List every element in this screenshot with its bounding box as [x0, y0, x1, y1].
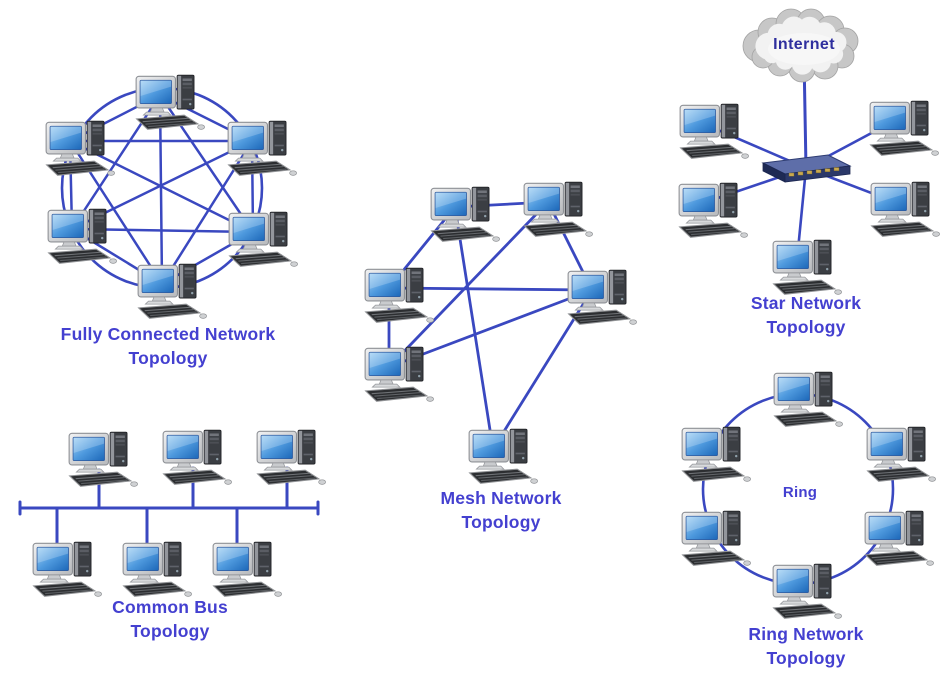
connection-line — [387, 200, 550, 369]
computer-icon — [137, 263, 208, 319]
mesh-topology-label: Mesh Network Topology — [440, 486, 561, 534]
computer-icon — [681, 510, 752, 566]
network-switch-icon — [762, 154, 851, 183]
computer-icon — [68, 431, 139, 487]
computer-icon — [773, 371, 844, 427]
ring-center-label: Ring — [782, 484, 818, 501]
label-line: Common Bus — [112, 597, 228, 617]
connection-line — [68, 139, 255, 234]
computer-icon — [430, 186, 501, 242]
device-icons-layer — [32, 8, 941, 619]
connection-line — [453, 205, 495, 451]
computer-icon — [162, 429, 233, 485]
computer-icon — [256, 429, 327, 485]
computer-icon — [864, 510, 935, 566]
computer-icon — [772, 563, 843, 619]
label-line: Fully Connected Network — [60, 324, 276, 344]
ring-topology-label: Ring Network Topology — [748, 622, 863, 670]
label-line: Star Network — [750, 293, 862, 313]
internet-cloud-icon — [742, 8, 859, 83]
computer-icon — [228, 211, 299, 267]
computer-icon — [870, 181, 941, 237]
computer-icon — [47, 208, 118, 264]
computer-icon — [364, 267, 435, 323]
computer-icon — [468, 428, 539, 484]
computer-icon — [772, 239, 843, 295]
connection-line — [70, 93, 162, 231]
internet-cloud-label: Internet — [773, 36, 835, 53]
computer-icon — [212, 541, 283, 597]
computer-icon — [227, 120, 298, 176]
computer-icon — [567, 269, 638, 325]
computer-icon — [869, 100, 940, 156]
label-line: Topology — [128, 348, 208, 368]
label-line: Topology — [130, 621, 210, 641]
computer-icon — [45, 120, 116, 176]
computer-icon — [678, 182, 749, 238]
label-line: Topology — [766, 648, 846, 668]
computer-icon — [681, 426, 752, 482]
label-line: Topology — [461, 512, 541, 532]
star-topology-label: Star Network Topology — [751, 291, 861, 339]
computer-icon — [679, 103, 750, 159]
computer-icon — [32, 541, 103, 597]
label-line: Mesh Network — [440, 488, 562, 508]
label-line: Topology — [766, 317, 846, 337]
computer-icon — [523, 181, 594, 237]
label-line: Ring Network — [748, 624, 864, 644]
computer-icon — [135, 74, 206, 130]
common-bus-topology-label: Common Bus Topology — [112, 595, 228, 643]
computer-icon — [364, 346, 435, 402]
computer-icon — [122, 541, 193, 597]
fully-connected-topology-label: Fully Connected Network Topology — [61, 322, 276, 370]
computer-icon — [866, 426, 937, 482]
